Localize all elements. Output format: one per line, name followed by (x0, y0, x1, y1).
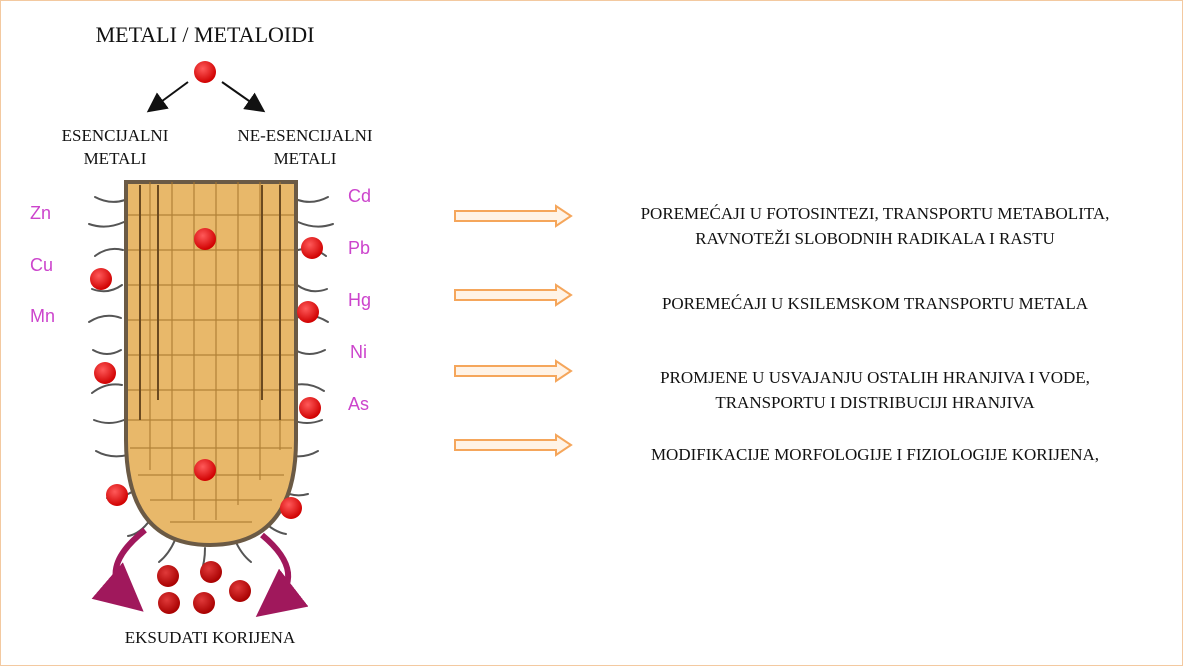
effect-arrows (455, 206, 571, 455)
metal-dot-right-2 (297, 301, 319, 323)
effect-2-line1: POREMEĆAJI U KSILEMSKOM TRANSPORTU METAL… (575, 291, 1175, 316)
arrow-to-nonessential (222, 82, 262, 110)
diagram-title: METALI / METALOIDI (60, 22, 350, 48)
effect-text-1: POREMEĆAJI U FOTOSINTEZI, TRANSPORTU MET… (575, 201, 1175, 251)
element-label-pb: Pb (348, 238, 370, 259)
exudate-dot (200, 561, 222, 583)
nonessential-line1: NE-ESENCIJALNI (205, 124, 405, 147)
effect-arrow-2 (455, 285, 571, 305)
element-label-cd: Cd (348, 186, 371, 207)
effect-arrow-3 (455, 361, 571, 381)
element-label-hg: Hg (348, 290, 371, 311)
metal-dot-left-1 (90, 268, 112, 290)
nonessential-line2: METALI (205, 147, 405, 170)
metal-dot-inner-bottom (194, 459, 216, 481)
cycle-arrow-right (262, 535, 288, 606)
element-label-ni: Ni (350, 342, 367, 363)
effect-1-line2: RAVNOTEŽI SLOBODNIH RADIKALA I RASTU (575, 226, 1175, 251)
element-label-mn: Mn (30, 306, 55, 327)
metal-dot-left-2 (94, 362, 116, 384)
metal-dot-right-4 (280, 497, 302, 519)
exudate-dot (229, 580, 251, 602)
cycle-arrow-left (116, 530, 145, 600)
element-label-as: As (348, 394, 369, 415)
exudate-dot (193, 592, 215, 614)
metal-dot-inner-top (194, 228, 216, 250)
effect-3-line2: TRANSPORTU I DISTRIBUCIJI HRANJIVA (575, 390, 1175, 415)
effect-3-line1: PROMJENE U USVAJANJU OSTALIH HRANJIVA I … (575, 365, 1175, 390)
essential-metals-category: ESENCIJALNI METALI (40, 124, 190, 170)
effect-arrow-4 (455, 435, 571, 455)
effect-1-line1: POREMEĆAJI U FOTOSINTEZI, TRANSPORTU MET… (575, 201, 1175, 226)
exudates-label: EKSUDATI KORIJENA (70, 628, 350, 648)
essential-line1: ESENCIJALNI (40, 124, 190, 147)
arrow-to-essential (150, 82, 188, 110)
effect-text-2: POREMEĆAJI U KSILEMSKOM TRANSPORTU METAL… (575, 291, 1175, 316)
metal-dot-right-3 (299, 397, 321, 419)
effect-4-line1: MODIFIKACIJE MORFOLOGIJE I FIZIOLOGIJE K… (575, 442, 1175, 467)
exudate-dot (157, 565, 179, 587)
effect-arrow-1 (455, 206, 571, 226)
element-label-cu: Cu (30, 255, 53, 276)
exudate-dot (158, 592, 180, 614)
element-label-zn: Zn (30, 203, 51, 224)
metal-source-dot (194, 61, 216, 83)
metal-dot-left-3 (106, 484, 128, 506)
effect-text-3: PROMJENE U USVAJANJU OSTALIH HRANJIVA I … (575, 365, 1175, 415)
nonessential-metals-category: NE-ESENCIJALNI METALI (205, 124, 405, 170)
metal-dot-right-1 (301, 237, 323, 259)
essential-line2: METALI (40, 147, 190, 170)
effect-text-4: MODIFIKACIJE MORFOLOGIJE I FIZIOLOGIJE K… (575, 442, 1175, 467)
